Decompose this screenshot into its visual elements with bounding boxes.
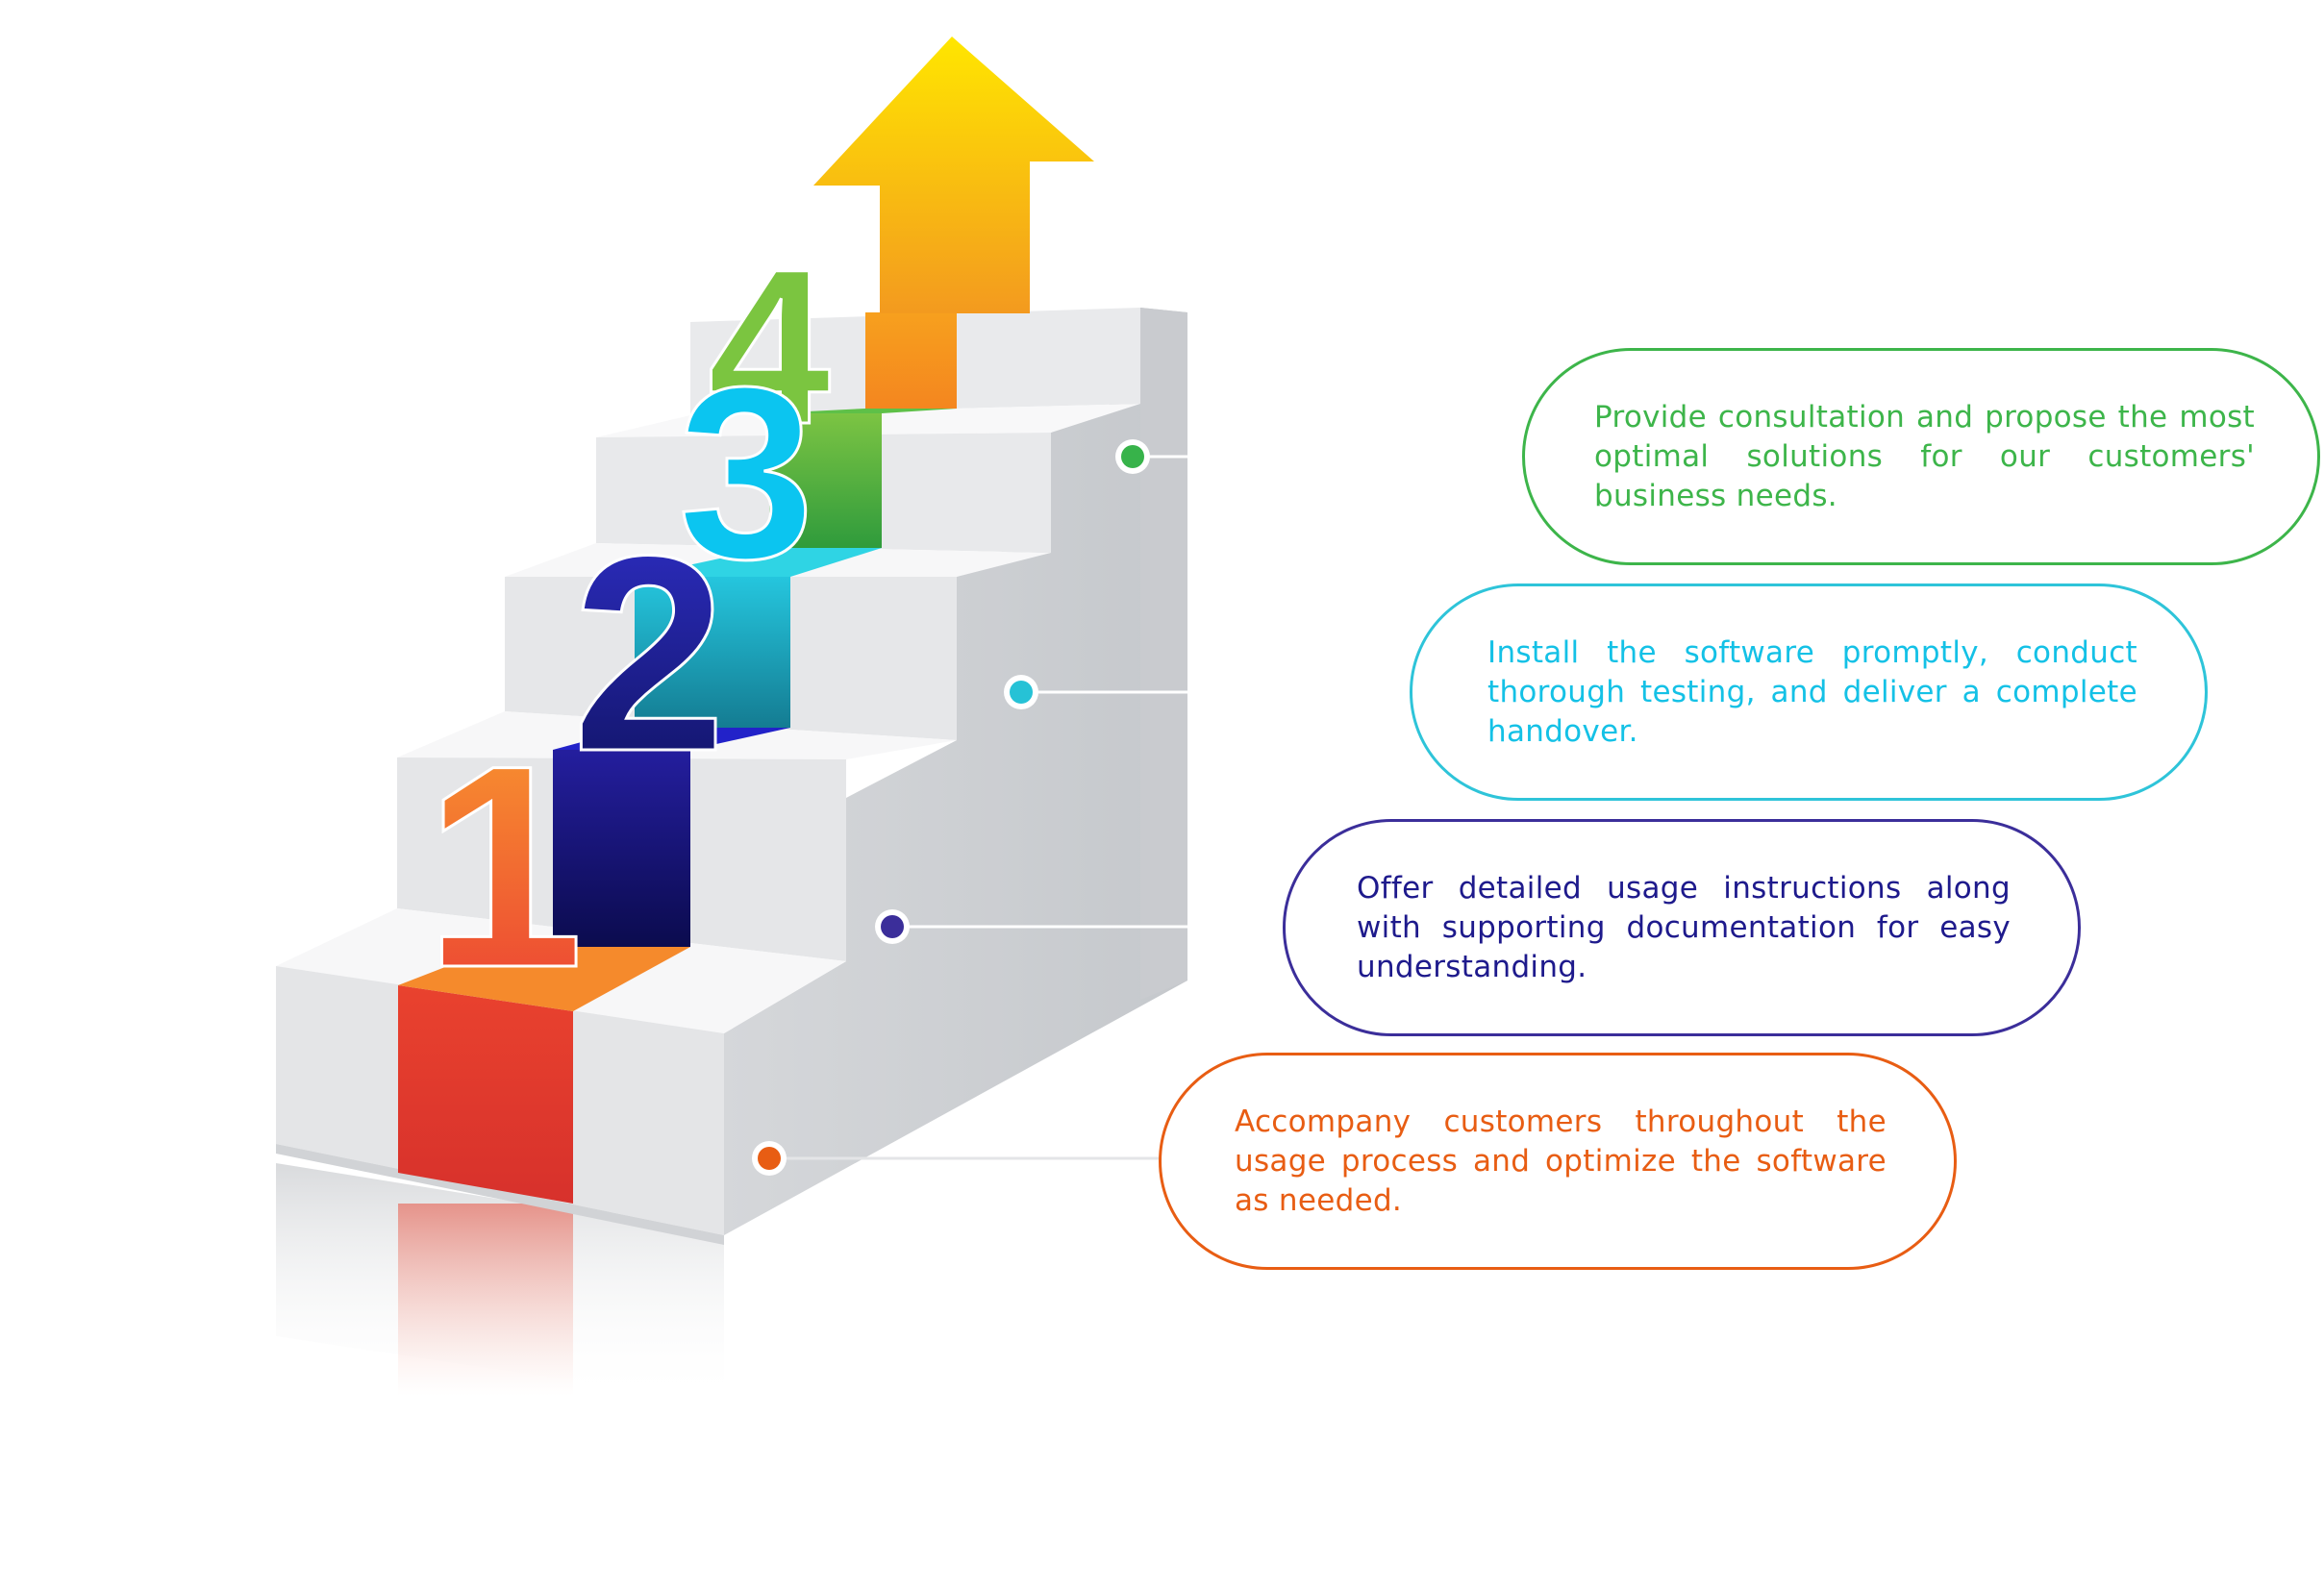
step-3-description: Install the software promptly, conduct t…	[1487, 634, 2137, 749]
step-number-3: 3	[678, 336, 814, 610]
step-2-description-pill: Offer detailed usage instructions along …	[1283, 819, 2081, 1036]
floor-reflection	[276, 1163, 724, 1403]
staircase-side-wall	[724, 308, 1187, 1235]
step-4-description: Provide consultation and propose the mos…	[1594, 399, 2255, 513]
circle-dot-icon	[758, 1147, 781, 1170]
step-3-description-pill: Install the software promptly, conduct t…	[1410, 583, 2208, 801]
step-number-4: 4	[708, 223, 831, 470]
step-1-description: Accompany customers throughout the usage…	[1235, 1104, 1887, 1218]
step-number-1: 1	[424, 705, 585, 1028]
bullets	[752, 439, 1150, 1176]
circle-dot-icon	[1121, 445, 1144, 468]
circle-dot-icon	[881, 915, 904, 938]
circle-dot-icon	[1010, 681, 1033, 704]
step-4-description-pill: Provide consultation and propose the mos…	[1522, 348, 2320, 565]
step-numbers: 4 3 2 1	[422, 222, 832, 1030]
step-2-description: Offer detailed usage instructions along …	[1357, 870, 2011, 984]
step-number-2: 2	[571, 498, 726, 809]
up-arrow-icon	[813, 37, 1094, 313]
step-1-description-pill: Accompany customers throughout the usage…	[1159, 1053, 1957, 1270]
colored-path	[398, 312, 957, 1204]
